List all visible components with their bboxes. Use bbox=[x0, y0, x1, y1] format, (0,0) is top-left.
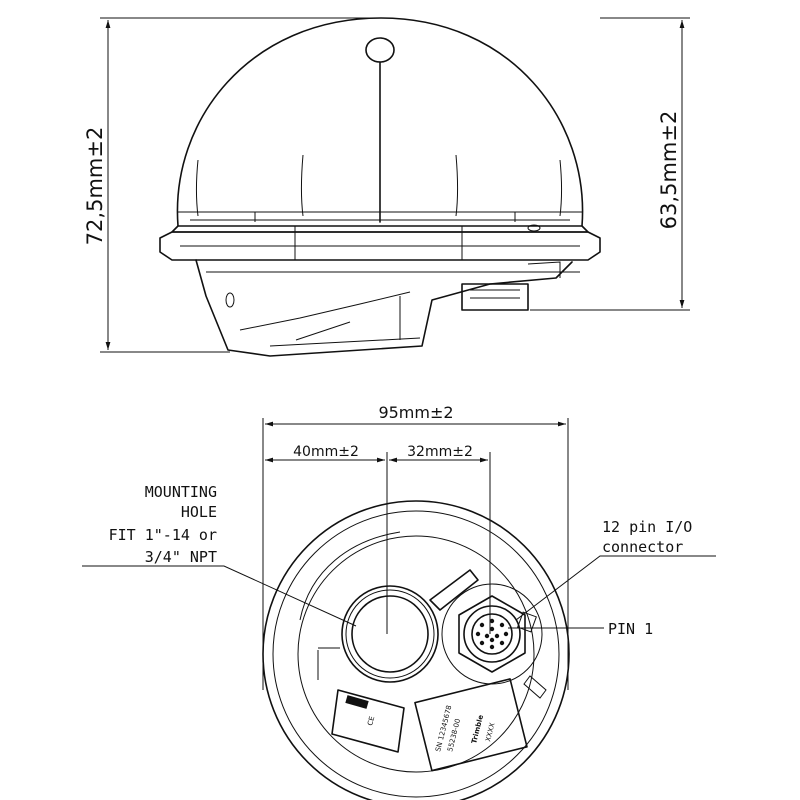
svg-text:PIN 1: PIN 1 bbox=[608, 620, 653, 638]
hole-offset-label: 40mm±2 bbox=[293, 444, 359, 460]
svg-text:HOLE: HOLE bbox=[181, 503, 217, 521]
dome-outline bbox=[176, 17, 584, 227]
io-connector-nut bbox=[458, 595, 526, 673]
dome-height-label: 63,5mm±2 bbox=[657, 111, 681, 230]
side-connector bbox=[461, 283, 529, 311]
svg-text:MOUNTING: MOUNTING bbox=[145, 483, 217, 501]
brand-name: Trimble bbox=[470, 714, 485, 745]
flange-ring bbox=[159, 231, 601, 261]
label-code: XXXX bbox=[484, 722, 496, 743]
outer-rim bbox=[262, 500, 570, 800]
svg-text:12 pin I/O: 12 pin I/O bbox=[602, 518, 692, 536]
svg-text:3/4" NPT: 3/4" NPT bbox=[145, 548, 217, 566]
overall-height-label: 72,5mm±2 bbox=[83, 127, 107, 246]
label-plate: CE SN 12345678 55238-00 Trimble XXXX bbox=[331, 678, 528, 772]
base-housing bbox=[195, 259, 573, 357]
connector-callout: 12 pin I/O connector bbox=[515, 518, 716, 621]
mounting-hole bbox=[351, 595, 429, 673]
io-connector bbox=[471, 613, 513, 655]
bottom-view: CE SN 12345678 55238-00 Trimble XXXX 95m… bbox=[82, 403, 716, 800]
side-view: 72,5mm±2 63,5mm±2 bbox=[83, 17, 690, 357]
connector-offset-label: 32mm±2 bbox=[407, 444, 473, 460]
connector-pins bbox=[475, 618, 509, 650]
svg-text:FIT 1"-14 or: FIT 1"-14 or bbox=[109, 526, 217, 544]
overall-width-label: 95mm±2 bbox=[378, 403, 453, 422]
mounting-hole-rim bbox=[341, 585, 439, 683]
svg-text:connector: connector bbox=[602, 538, 683, 556]
pin1-callout: PIN 1 bbox=[508, 620, 653, 638]
mounting-hole-callout: MOUNTING HOLE FIT 1"-14 or 3/4" NPT bbox=[82, 483, 357, 627]
svg-text:CE: CE bbox=[366, 715, 376, 726]
dome-top-knob bbox=[365, 37, 395, 63]
